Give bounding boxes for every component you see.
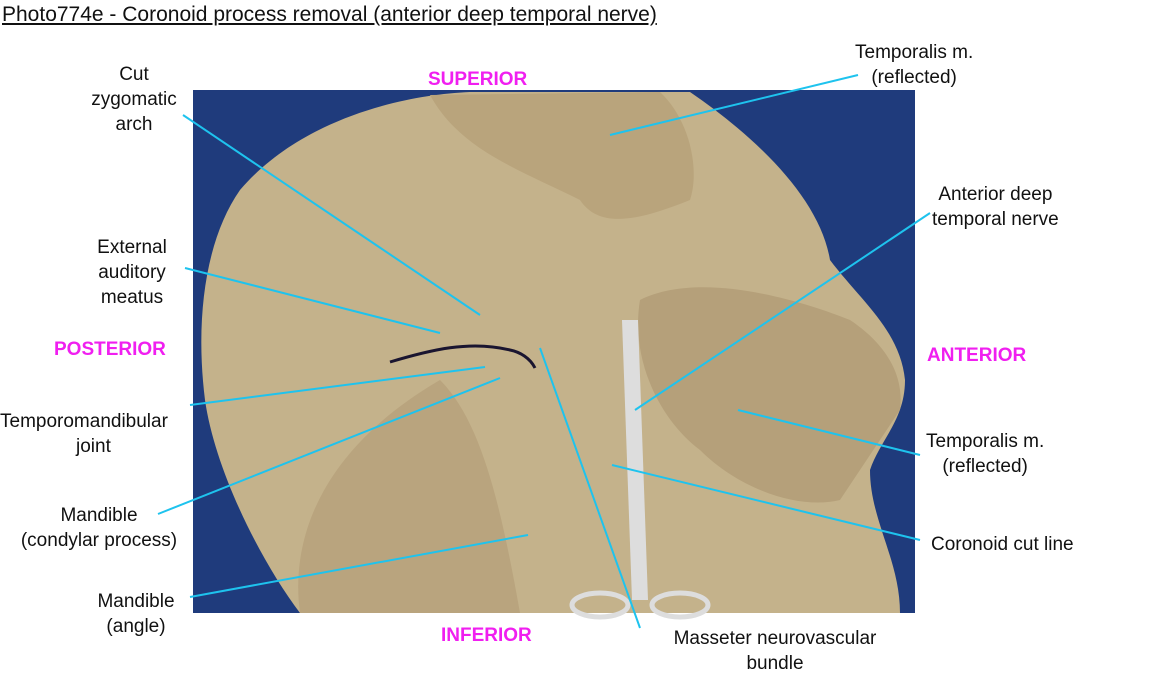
leader-external-auditory-meatus [184,267,441,334]
neck-region [298,380,520,613]
leader-anterior-deep-temporal-nerve [634,212,931,411]
figure-title: Photo774e - Coronoid process removal (an… [2,3,657,26]
leader-lines [157,74,931,629]
wire [389,344,537,369]
face-region [638,287,901,503]
leader-coronoid-cut-line [611,464,921,541]
leader-cut-zygomatic-arch [182,114,481,316]
label-mandible-angle: Mandible(angle) [97,591,175,637]
label-temporalis-top: Temporalis m.(reflected) [855,42,974,88]
temporalis-flap [430,92,694,219]
scissors [569,320,711,620]
leader-mandible-condylar [157,377,501,515]
label-mandible-condylar: Mandible(condylar process) [20,505,178,551]
direction-inferior: INFERIOR [441,625,532,646]
direction-posterior: POSTERIOR [54,339,166,360]
leader-masseter [539,347,641,629]
leader-mandible-angle [189,534,529,598]
label-temporalis-lower: Temporalis m.(reflected) [926,431,1045,477]
leader-tmj [189,366,486,406]
direction-superior: SUPERIOR [428,69,528,90]
leader-temporalis-lower [737,409,921,456]
leader-temporalis-top [609,74,859,136]
label-coronoid-cut-line: Coronoid cut line [931,534,1074,555]
direction-anterior: ANTERIOR [927,345,1027,366]
